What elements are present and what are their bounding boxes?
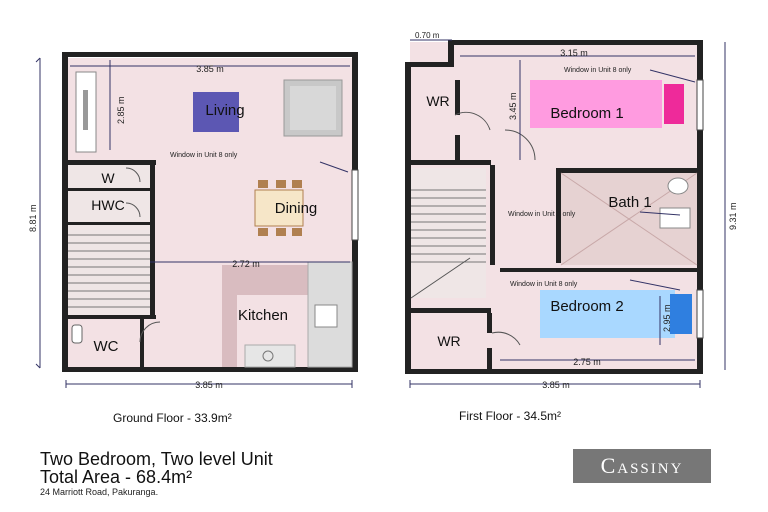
room-bedroom2: Bedroom 2 (550, 298, 623, 315)
room-kitchen: Kitchen (238, 307, 288, 324)
first-floor-caption: First Floor - 34.5m² (459, 409, 562, 423)
ground-floor-plan (35, 52, 359, 388)
address: 24 Marriott Road, Pakuranga. (40, 487, 159, 497)
title-line-1: Two Bedroom, Two level Unit (40, 449, 273, 469)
first-floor-plan (405, 39, 726, 388)
gf-dim-bottom: 3.85 m (195, 380, 223, 390)
ground-bottom-wall (62, 367, 358, 372)
room-hwc: HWC (91, 197, 124, 213)
gf-dim-overall: 8.81 m (28, 204, 38, 232)
room-bath1: Bath 1 (608, 194, 651, 211)
ff-dim-bottom: 3.85 m (542, 380, 570, 390)
living-rug (193, 92, 239, 132)
bedroom2-bed (540, 290, 675, 338)
room-wr-top: WR (426, 93, 449, 109)
room-wc: WC (94, 338, 119, 355)
ground-top-wall (62, 52, 358, 57)
title-line-2: Total Area - 68.4m² (40, 467, 193, 487)
cassiny-logo: CASSINY (573, 449, 711, 483)
gf-dim-top: 3.85 m (196, 64, 224, 74)
dining-table (254, 189, 304, 227)
ff-window-note-3: Window in Unit 8 only (510, 281, 578, 288)
room-wr-bottom: WR (437, 333, 460, 349)
ff-window-note-1: Window in Unit 8 only (564, 67, 632, 74)
ff-window-note-2: Window in Unit 8 only (508, 211, 576, 218)
ground-floor-caption: Ground Floor - 33.9m² (113, 411, 232, 425)
ff-dim-overall: 9.31 m (728, 202, 738, 230)
toilet (71, 324, 83, 344)
ground-left-wall (62, 52, 68, 372)
logo-rest: ASSINY (617, 461, 684, 477)
room-dining: Dining (275, 200, 318, 217)
ff-dim-bed1: 3.45 m (508, 92, 518, 120)
gf-dim-living: 2.85 m (116, 96, 126, 124)
kitchen-island (222, 265, 308, 295)
bedroom1-bed (530, 80, 662, 128)
gf-window-note: Window in Unit 8 only (170, 152, 238, 159)
ground-stair (68, 165, 150, 315)
room-living: Living (205, 102, 244, 119)
ff-dim-top: 3.15 m (560, 48, 588, 58)
ff-dim-offset: 0.70 m (415, 31, 440, 40)
room-w: W (101, 170, 115, 186)
logo-initial: C (600, 453, 618, 478)
ff-dim-bed2-width: 2.75 m (573, 357, 601, 367)
ff-dim-bed2: 2.95 m (662, 304, 672, 332)
room-bedroom1: Bedroom 1 (550, 105, 623, 122)
gf-dim-mid: 2.72 m (232, 259, 260, 269)
